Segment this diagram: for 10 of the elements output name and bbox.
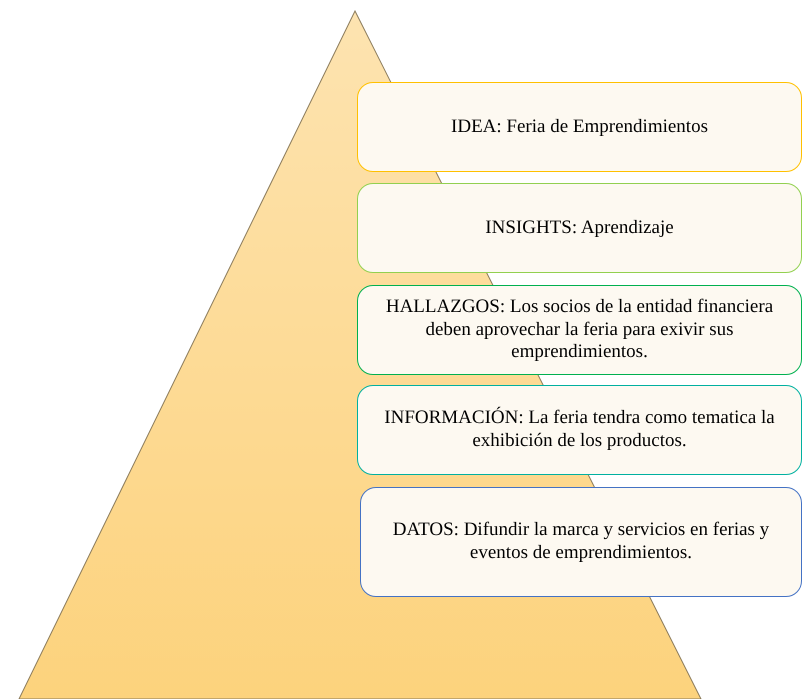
level-text: INSIGHTS: Aprendizaje (485, 216, 674, 240)
level-text: INFORMACIÓN: La feria tendra como tematica la exhibición de los productos. (383, 407, 776, 453)
level-box (357, 82, 802, 172)
level-text: IDEA: Feria de Emprendimientos (451, 116, 708, 138)
level-box (357, 285, 802, 375)
level-box (360, 487, 802, 597)
level-text: DATOS: Difundir la marca y servicios en ferias y eventos de emprendimientos. (392, 519, 770, 565)
level-text: HALLAZGOS: Los socios de la entidad financiera deben aprovechar la feria para exivir sus emprendimientos. (384, 296, 774, 364)
level-box (357, 183, 802, 273)
level-box (357, 385, 802, 475)
